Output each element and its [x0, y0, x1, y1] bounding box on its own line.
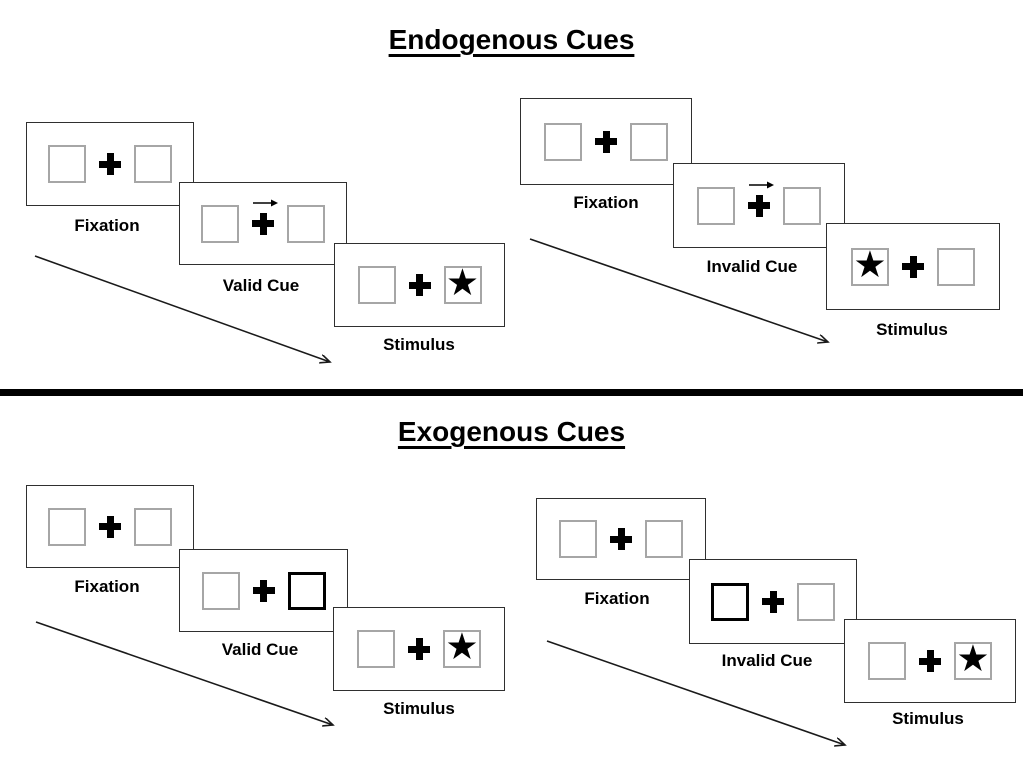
fixation-cross-wrap: [919, 650, 941, 672]
panel-label: Stimulus: [383, 699, 455, 718]
exogenous-section-title: Exogenous Cues: [0, 416, 1023, 448]
left-box: [357, 630, 395, 668]
right-box-highlighted-cue: [287, 571, 326, 610]
cue-arrow-icon: [749, 181, 774, 188]
left-box-with-star: ★: [851, 242, 889, 286]
star-stimulus-icon: ★: [445, 261, 480, 304]
timeline-arrow: [529, 238, 837, 350]
panel-label: Valid Cue: [221, 640, 299, 659]
left-box: [48, 507, 86, 546]
left-box: [201, 204, 239, 243]
fixation-cross-wrap: [408, 638, 430, 660]
star-stimulus-icon: ★: [956, 637, 990, 680]
left-box: [48, 145, 86, 183]
fixation-panel: [520, 98, 692, 185]
cue-arrow-icon: [253, 199, 278, 206]
stimulus-panel: ★: [826, 223, 1000, 310]
left-box: [697, 186, 735, 225]
fixation-cross-wrap: [99, 153, 121, 175]
right-box: [287, 204, 325, 243]
endogenous-valid-cue-panel: [179, 182, 347, 265]
left-box: [201, 571, 240, 610]
fixation-cross-icon: [919, 650, 941, 672]
left-box: [868, 642, 906, 680]
left-box: [357, 266, 396, 304]
section-divider: [0, 389, 1023, 396]
panel-label: Fixation: [584, 589, 650, 608]
timeline-arrow: [34, 255, 342, 370]
exogenous-valid-cue-panel: [179, 549, 348, 632]
fixation-cross-wrap: [610, 528, 632, 550]
fixation-cross-icon: [902, 255, 924, 278]
panel-label: Stimulus: [383, 335, 455, 354]
fixation-cross-wrap: [252, 199, 278, 235]
exogenous-title-text: Exogenous Cues: [397, 416, 626, 447]
right-box: [134, 145, 172, 183]
endogenous-title-text: Endogenous Cues: [388, 24, 635, 55]
right-box-with-star: ★: [954, 637, 992, 680]
fixation-cross-icon: [762, 590, 784, 613]
fixation-panel: [26, 485, 194, 568]
stimulus-panel: ★: [333, 607, 505, 691]
panel-label: Fixation: [74, 577, 140, 596]
panel-label: Fixation: [573, 193, 639, 212]
fixation-cross-icon: [595, 130, 617, 153]
fixation-cross-icon: [99, 153, 121, 175]
fixation-cross-icon: [408, 274, 431, 296]
fixation-cross-icon: [99, 515, 121, 538]
fixation-cross-wrap: [902, 255, 924, 278]
right-box: [783, 186, 821, 225]
star-stimulus-icon: ★: [445, 625, 479, 668]
panel-label: Invalid Cue: [721, 651, 813, 670]
panel-label: Stimulus: [892, 709, 964, 728]
fixation-cross-icon: [252, 212, 274, 235]
timeline-arrow: [35, 621, 343, 733]
fixation-cross-wrap: [408, 274, 431, 296]
fixation-panel: [26, 122, 194, 206]
right-box: [630, 122, 668, 161]
left-box-highlighted-cue: [711, 582, 749, 621]
fixation-cross-icon: [610, 528, 632, 550]
right-box: [134, 507, 172, 546]
panel-label: Fixation: [74, 216, 140, 235]
panel-label: Stimulus: [876, 320, 948, 339]
stimulus-panel: ★: [334, 243, 505, 327]
fixation-panel: [536, 498, 706, 580]
right-box: [797, 582, 835, 621]
fixation-cross-icon: [748, 194, 770, 217]
right-box-with-star: ★: [443, 261, 482, 304]
endogenous-section-title: Endogenous Cues: [0, 24, 1023, 56]
fixation-cross-wrap: [748, 181, 774, 217]
fixation-cross-wrap: [762, 590, 784, 613]
star-stimulus-icon: ★: [853, 242, 887, 286]
panel-label: Valid Cue: [222, 276, 300, 295]
left-box: [544, 122, 582, 161]
endogenous-invalid-cue-panel: [673, 163, 845, 248]
fixation-cross-wrap: [595, 130, 617, 153]
panel-label: Invalid Cue: [706, 257, 798, 276]
fixation-cross-icon: [408, 638, 430, 660]
fixation-cross-wrap: [252, 579, 275, 602]
right-box-with-star: ★: [443, 625, 481, 668]
right-box: [645, 520, 683, 558]
right-box: [937, 247, 975, 286]
stimulus-panel: ★: [844, 619, 1016, 703]
fixation-cross-icon: [252, 579, 275, 602]
left-box: [559, 520, 597, 558]
exogenous-invalid-cue-panel: [689, 559, 857, 644]
fixation-cross-wrap: [99, 515, 121, 538]
timeline-arrow: [546, 640, 854, 753]
